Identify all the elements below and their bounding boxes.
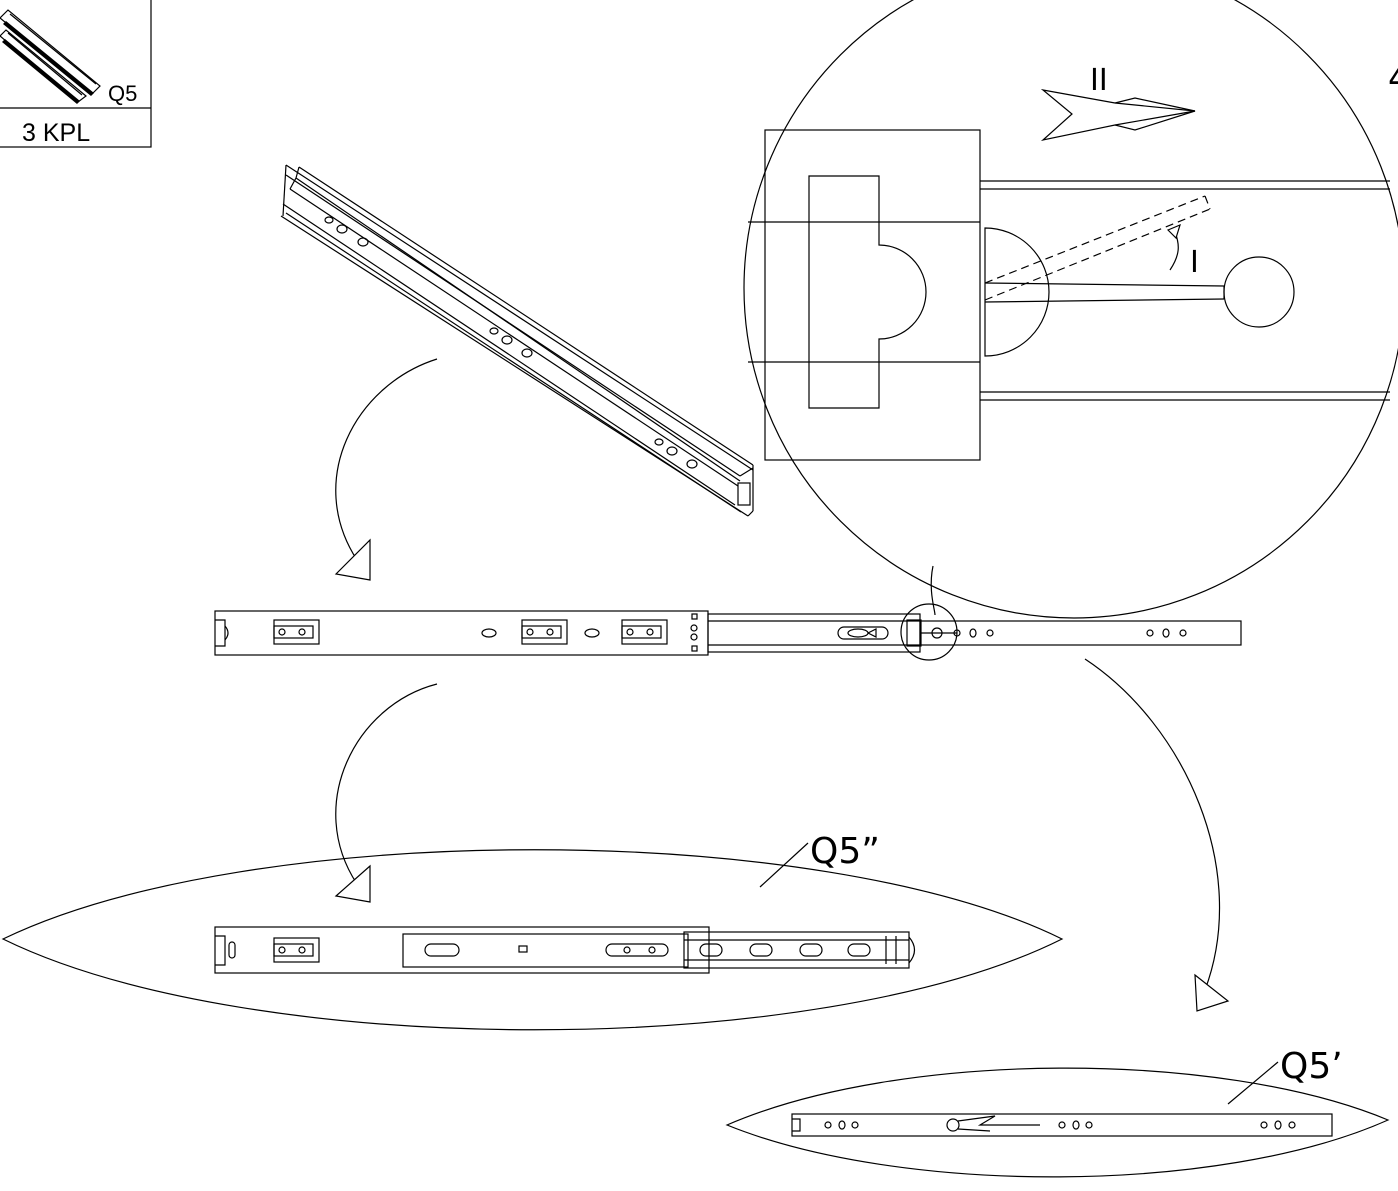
lens-outer-rail: Q5’ [725, 1046, 1390, 1178]
arrowhead-icon [1194, 973, 1230, 1012]
rail-side-view-assembled [214, 610, 1242, 656]
part-box-frame [0, 0, 152, 148]
lens-inner-rail: Q5” [1, 831, 1064, 1031]
direction-label: II [1090, 63, 1108, 98]
lens-outline [1, 849, 1064, 1031]
callout-leader [1227, 1061, 1279, 1105]
arrowhead-icon [334, 864, 371, 903]
inner-rail-label: Q5” [810, 831, 880, 872]
direction-arrow-icon [1040, 89, 1196, 142]
outer-rail-label: Q5’ [1280, 1046, 1343, 1087]
part-box: Q5 3 KPL [0, 0, 152, 148]
detail-source-circle [900, 603, 958, 661]
curved-arrow-middle-left [334, 683, 438, 903]
quantity-label: 3 KPL [22, 119, 90, 147]
rail-perspective-view [280, 164, 754, 517]
detail-magnifier: I II [743, 0, 1398, 661]
part-code-label: Q5 [108, 81, 137, 106]
step-number: 4 [1388, 59, 1398, 99]
detail-circle [743, 0, 1398, 619]
arrowhead-icon [334, 538, 371, 581]
curved-arrow-right [1084, 658, 1230, 1012]
lens-outline [725, 1067, 1390, 1178]
magnifier-leader [930, 565, 936, 616]
curved-arrow-top-left [334, 358, 438, 581]
callout-leader [759, 842, 809, 888]
rotation-label: I [1190, 245, 1199, 280]
rail-thumbnail-icon [0, 9, 101, 104]
